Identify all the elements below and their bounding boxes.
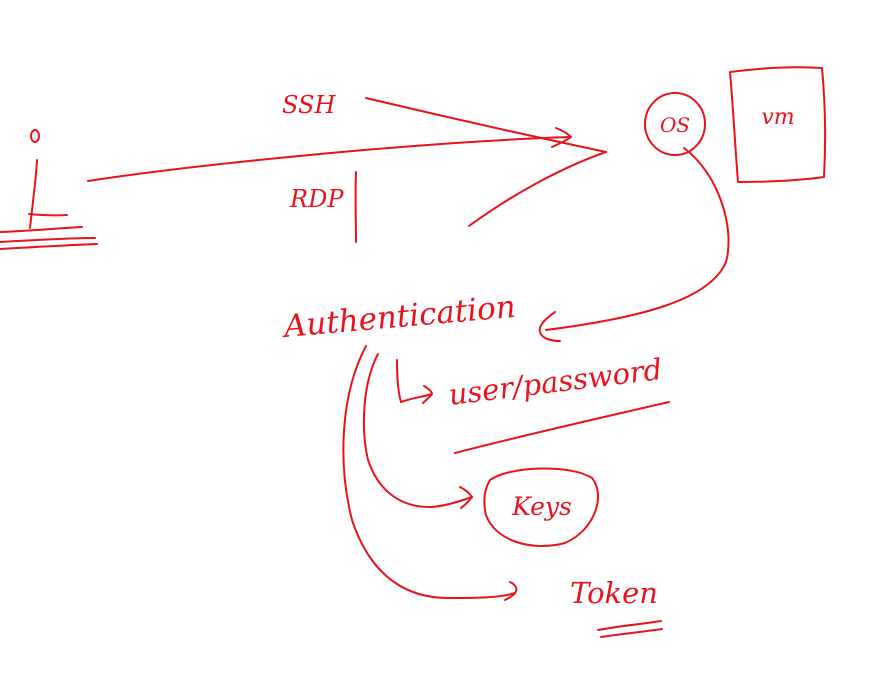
authentication-label: Authentication: [280, 289, 518, 345]
auth-to-keys-connector: [362, 353, 433, 509]
keys-circle: [483, 467, 600, 547]
user-to-os-arrowhead: [551, 127, 572, 148]
ink-strokes: SSH RDP OS vm Authentication user/passwo…: [0, 66, 827, 638]
ssh-arrow: [365, 97, 607, 153]
os-circle: [644, 92, 706, 156]
userpass-underline: [454, 401, 670, 454]
token-underline-1: [597, 620, 662, 631]
auth-to-token-connector: [342, 345, 449, 599]
os-to-auth-line: [545, 147, 730, 331]
os-label: OS: [660, 113, 690, 137]
keys-label: Keys: [511, 492, 572, 521]
user-password-label: user/password: [447, 352, 664, 412]
token-underline-2: [600, 628, 663, 638]
auth-to-token-arrowhead: [504, 581, 518, 601]
stick-figure-icon: [0, 129, 98, 250]
rdp-arrow: [468, 151, 607, 227]
os-to-auth-arrowhead: [538, 311, 561, 342]
user-to-os-line: [87, 136, 571, 182]
auth-to-userpass-arrowhead: [422, 385, 433, 404]
rdp-label: RDP: [289, 185, 344, 213]
auth-to-keys-arrowhead: [459, 486, 473, 509]
token-label: Token: [570, 576, 658, 610]
auth-to-keys-arrow: [431, 496, 473, 508]
auth-to-token-arrow: [447, 592, 516, 599]
auth-to-userpass-arrow: [400, 393, 433, 403]
ssh-label: SSH: [282, 91, 336, 119]
auth-to-userpass-connector: [396, 359, 402, 403]
vm-box: [729, 66, 827, 183]
vm-label: vm: [761, 105, 794, 130]
